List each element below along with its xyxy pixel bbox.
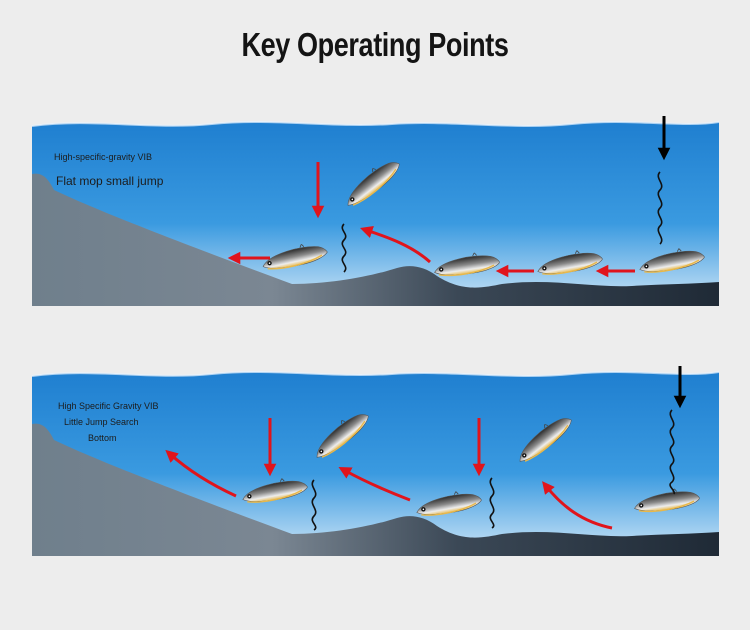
panel-label-line-3: Bottom [88, 433, 117, 443]
diagram-panel-flat-mop: High-specific-gravity VIB Flat mop small… [32, 116, 719, 306]
panel-label-top: High-specific-gravity VIB [54, 152, 153, 162]
panel-label-line-1: High Specific Gravity VIB [58, 401, 159, 411]
line-wiggle-3 [669, 409, 676, 495]
page-title: Key Operating Points [241, 26, 509, 63]
water-surface [32, 371, 719, 377]
scene-2 [32, 366, 719, 556]
line-wiggle-2 [489, 477, 495, 529]
red-arrow-curve-3 [542, 481, 613, 530]
red-arrow-curve-1 [360, 226, 431, 264]
panel-label-line-2: Little Jump Search [64, 417, 139, 427]
scene-1 [32, 116, 719, 306]
panel-label-main: Flat mop small jump [56, 174, 164, 188]
line-wiggle-1 [341, 223, 347, 273]
line-wiggle-2 [657, 171, 663, 245]
red-arrow-curve-1 [165, 449, 237, 498]
lake-bottom [32, 173, 719, 306]
water-surface [32, 121, 719, 127]
line-wiggle-1 [311, 479, 317, 531]
diagram-panel-jump-search: High Specific Gravity VIB Little Jump Se… [32, 366, 719, 556]
red-arrow-curve-2 [338, 466, 411, 502]
lake-bottom [32, 423, 719, 556]
